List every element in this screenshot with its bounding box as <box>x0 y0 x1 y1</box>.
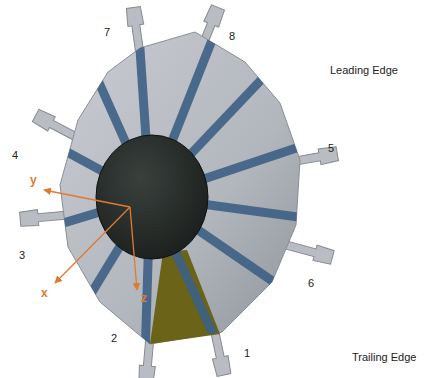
callout-number: 5 <box>328 142 334 155</box>
callout-number: 1 <box>244 347 250 360</box>
axis-label: y <box>30 174 37 187</box>
disc <box>60 32 300 344</box>
tabs <box>19 4 338 378</box>
axis-label: z <box>141 292 147 305</box>
axis-label: x <box>41 287 48 300</box>
dome <box>96 135 208 259</box>
radial-strips <box>40 20 320 360</box>
callout-number: 4 <box>12 149 18 162</box>
callout-number: 2 <box>111 332 117 345</box>
axes <box>44 190 137 290</box>
edge-label: Leading Edge <box>330 64 398 77</box>
callout-number: 7 <box>104 26 110 39</box>
callout-number: 6 <box>308 277 314 290</box>
edge-label: Trailing Edge <box>352 351 416 364</box>
callout-number: 3 <box>19 249 25 262</box>
callout-number: 8 <box>229 30 235 43</box>
